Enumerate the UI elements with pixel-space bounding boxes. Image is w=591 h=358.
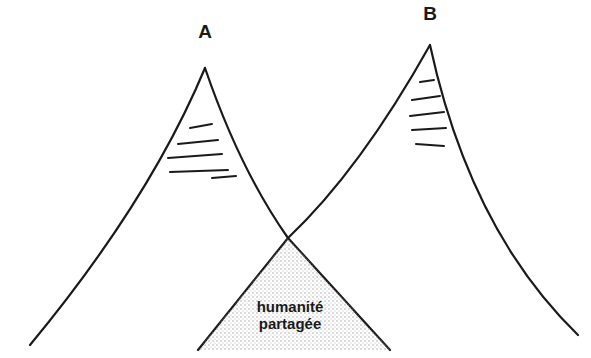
peak-letter: B xyxy=(423,4,437,23)
dotted-fill xyxy=(196,236,392,352)
region-label: humanité partagée xyxy=(242,298,338,332)
snow-hatching xyxy=(168,80,446,178)
peak-b-left xyxy=(198,45,430,350)
peak-a-left xyxy=(30,68,205,345)
peak-b-right xyxy=(430,45,578,335)
shared-region: humanité partagée xyxy=(196,236,392,352)
peak-letter: A xyxy=(198,22,212,41)
